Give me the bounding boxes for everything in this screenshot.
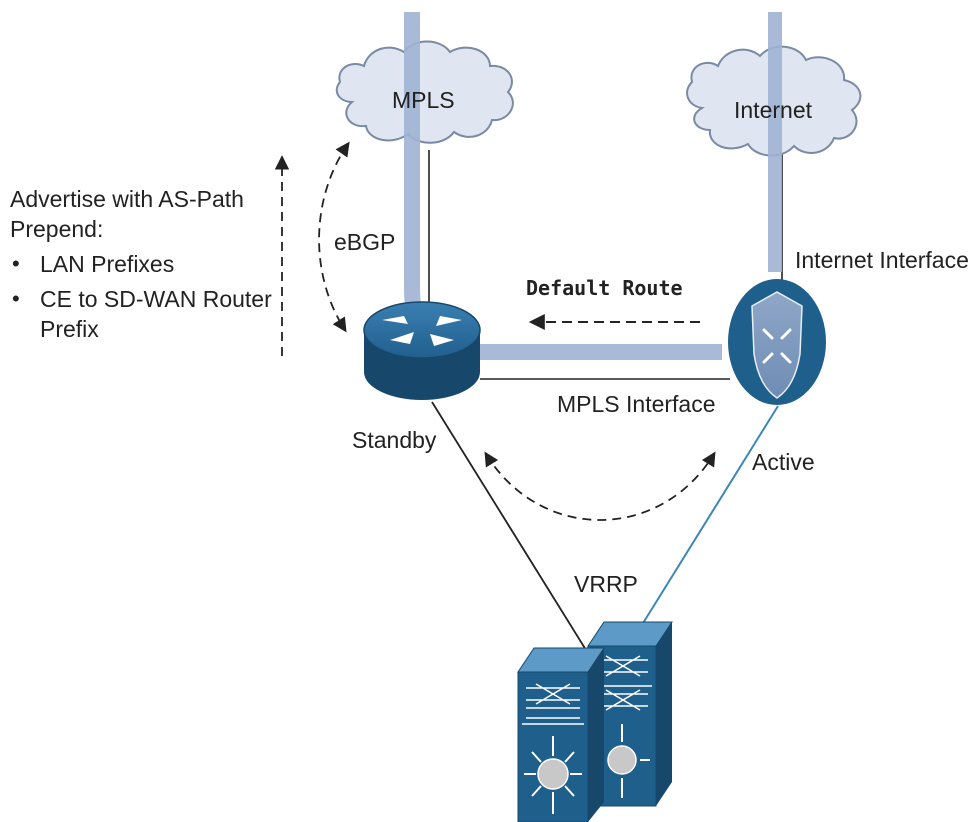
active-label: Active	[752, 449, 815, 475]
switch-chassis-front	[517, 647, 605, 822]
annotation-item-lan-prefixes: LAN Prefixes	[10, 249, 290, 279]
internet-interface-label: Internet Interface	[795, 247, 969, 273]
mpls-cloud-label: MPLS	[392, 87, 455, 113]
default-route-label: Default Route	[526, 276, 683, 300]
active-sd-wan-router-icon	[728, 279, 826, 405]
annotation-heading-line1: Advertise with AS-Path	[10, 186, 244, 212]
annotation-heading-line2: Prepend:	[10, 216, 104, 242]
advertise-annotation: Advertise with AS-Path Prepend: LAN Pref…	[10, 184, 290, 344]
annotation-list: LAN Prefixes CE to SD-WAN Router Prefix	[10, 249, 290, 344]
standby-router-icon	[363, 301, 481, 400]
mpls-cloud-icon	[335, 40, 514, 144]
switch-stack-icon	[517, 621, 673, 822]
ebgp-arrow	[318, 141, 350, 333]
vrrp-label: VRRP	[574, 571, 638, 597]
active-to-switch-link	[639, 405, 779, 629]
internet-cloud-label: Internet	[734, 97, 812, 123]
annotation-item-ce-prefix: CE to SD-WAN Router Prefix	[10, 284, 290, 344]
standby-to-switch-link	[431, 401, 587, 651]
vrrp-arrow	[484, 451, 716, 521]
standby-label: Standby	[352, 427, 437, 453]
mpls-interface-label: MPLS Interface	[557, 391, 716, 417]
ebgp-label: eBGP	[334, 229, 396, 255]
